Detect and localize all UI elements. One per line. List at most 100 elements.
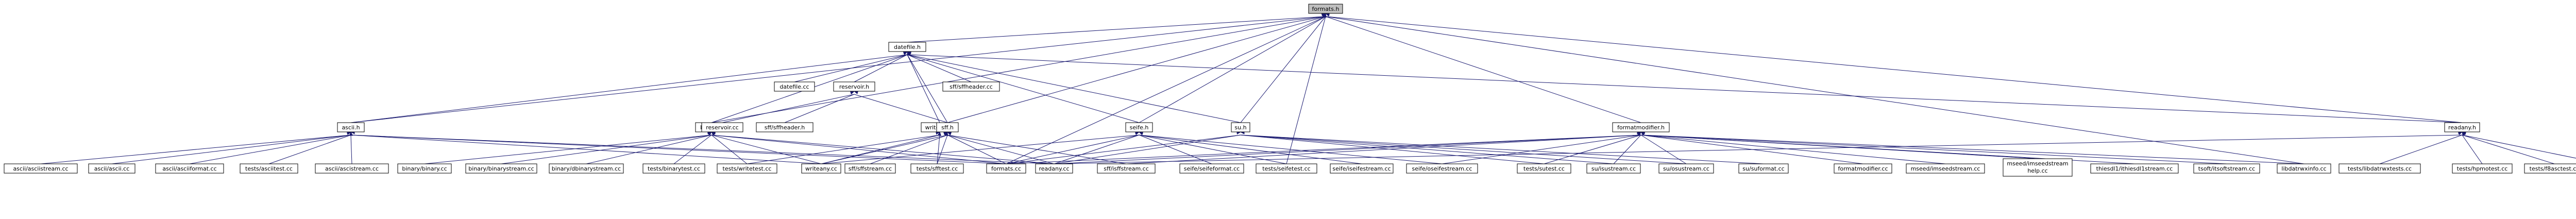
file-node-su-isustream-cc[interactable]: su/isustream.cc [1586,163,1641,174]
file-node-ascii-asciiformat-cc[interactable]: ascii/asciiformat.cc [155,163,224,174]
file-node-label: mseed/imseedstream [2007,160,2068,167]
file-node-sff-sffstream-cc[interactable]: sff/sffstream.cc [844,163,896,174]
file-node-tests-sutest-cc[interactable]: tests/sutest.cc [1517,163,1571,174]
file-node-label: datefile.h [894,44,921,50]
file-node-sff-h[interactable]: sff.h [936,122,959,132]
file-node-sff-sffheader-cc[interactable]: sff/sffheader.cc [942,81,1000,92]
dependency-edge [2461,131,2555,164]
file-node-reservoir-h[interactable]: reservoir.h [833,81,875,92]
file-node-readany-h[interactable]: readany.h [2444,122,2480,132]
dependency-edge [189,130,352,164]
dependency-edge [111,130,352,164]
file-node-datefile-cc[interactable]: datefile.cc [774,81,815,92]
file-node-tests-libdatrwxtests-cc[interactable]: tests/libdatrwxtests.cc [2338,163,2421,174]
file-node-tests-writetest-cc[interactable]: tests/writetest.cc [717,163,777,174]
file-node-label: su/osustream.cc [1663,165,1709,172]
file-node-formatmodifier-h[interactable]: formatmodifier.h [1612,122,1670,132]
dependency-edge [350,130,822,164]
dependency-edge [1640,130,1946,164]
file-node-binary-dbinarystream-cc[interactable]: binary/dbinarystream.cc [549,163,624,174]
file-node-label: sff/sffheader.cc [950,83,993,90]
file-node-label: datefile.cc [779,83,809,90]
file-node-writeany-cc[interactable]: writeany.cc [801,163,841,174]
dependency-edge [937,131,942,164]
dependency-edge [1240,13,1326,123]
file-node-label: tests/f8asctest.cc [2530,165,2576,172]
file-node-formats-cc[interactable]: formats.cc [986,163,1026,174]
file-node-formats-h[interactable]: formats.h [1308,4,1343,14]
dependency-edge [1640,130,2304,164]
file-node-label: su/isustream.cc [1591,165,1636,172]
dependency-edge [937,131,948,164]
file-node-label: tests/sfftest.cc [917,165,958,172]
file-node-sff-sffheader-h[interactable]: sff/sffheader.h [756,122,814,132]
dependency-edge [711,12,1327,123]
file-node-tests-hpmotest-cc[interactable]: tests/hpmotest.cc [2452,163,2513,174]
dependency-edge [1325,12,1641,123]
file-node-ascii-h[interactable]: ascii.h [337,122,365,132]
dependency-edge [907,50,948,123]
dependency-edge [268,131,352,164]
file-node-ascii-ascii-cc[interactable]: ascii/ascii.cc [88,163,135,174]
dependency-edge [673,131,713,164]
file-node-label: tsoft/itsoftstream.cc [2198,165,2255,172]
dependency-edge [1006,13,1327,164]
file-node-label: mseed/imseedstream.cc [1911,165,1980,172]
file-node-label: readany.h [2448,124,2476,131]
file-node-label: seife/iseifestream.cc [1332,165,1391,172]
file-node-seife-iseifestream-cc[interactable]: seife/iseifestream.cc [1330,163,1394,174]
file-node-label: sff.h [941,124,954,131]
file-node-label: thiesdl1/ithiesdl1stream.cc [2096,165,2173,172]
dependency-edge [1544,131,1642,164]
file-node-ascii-ascistream-cc[interactable]: ascii/ascistream.cc [315,163,389,174]
dependency-edge [1139,13,1327,123]
dependency-edge [586,131,713,164]
file-node-sff-isffstream-cc[interactable]: sff/isffstream.cc [1097,163,1156,174]
file-node-label: sff/sffstream.cc [849,165,892,172]
file-node-su-osustream-cc[interactable]: su/osustream.cc [1658,163,1714,174]
file-node-label: sff/sffheader.h [765,124,805,131]
dependency-edge [2461,130,2576,159]
file-node-label: binary/binarystream.cc [468,165,534,172]
file-node-datefile-h[interactable]: datefile.h [888,42,926,52]
file-node-su-suformat-cc[interactable]: su/suformat.cc [1738,163,1789,174]
file-node-label: writeany.cc [805,165,837,172]
file-node-seife-seifeformat-cc[interactable]: seife/seifeformat.cc [1179,163,1244,174]
file-node-tsoft-itsoftstream-cc[interactable]: tsoft/itsoftstream.cc [2193,163,2260,174]
dependency-edge [947,12,1327,123]
file-node-tests-asciitest-cc[interactable]: tests/asciitest.cc [240,163,298,174]
file-node-label: su.h [1234,124,1246,131]
file-node-label: formatmodifier.cc [1838,165,1888,172]
file-node-label: reservoir.cc [706,124,738,131]
file-node-libdatrwxinfo-cc[interactable]: libdatrwxinfo.cc [2277,163,2331,174]
file-node-label: seife/oseifestream.cc [1412,165,1472,172]
file-node-label: seife/seifeformat.cc [1184,165,1240,172]
dependency-edge [821,130,1140,164]
dependency-edge [40,130,352,164]
file-node-su-h[interactable]: su.h [1231,122,1250,132]
file-node-seife-h[interactable]: seife.h [1125,122,1153,132]
file-node-binary-binary-cc[interactable]: binary/binary.cc [397,163,452,174]
file-node-label: ascii/ascii.cc [94,165,130,172]
dependency-edge [1126,130,1642,164]
file-node-formatmodifier-cc[interactable]: formatmodifier.cc [1834,163,1892,174]
file-node-label: tests/binarytest.cc [648,165,700,172]
file-node-binary-binarystream-cc[interactable]: binary/binarystream.cc [465,163,537,174]
file-node-readany-cc[interactable]: readany.cc [1035,163,1073,174]
file-node-label: formatmodifier.h [1617,124,1665,131]
file-node-reservoir-cc[interactable]: reservoir.cc [701,122,743,132]
dependency-edge [349,131,353,164]
file-node-label: binary/dbinarystream.cc [552,165,621,172]
file-node-tests-sfftest-cc[interactable]: tests/sfftest.cc [910,163,964,174]
file-node-label: formats.cc [991,165,1021,172]
file-node-tests-ftestest-cc[interactable]: tests/f8asctest.cc [2524,163,2576,174]
file-node-ascii-asciistream-cc[interactable]: ascii/asciistream.cc [4,163,78,174]
file-node-mseed-imseedstream-cc[interactable]: mseed/imseedstream.cc [1906,163,1985,174]
file-node-thiesdl1-ithiesdl1stream-cc[interactable]: thiesdl1/ithiesdl1stream.cc [2090,163,2179,174]
file-node-seife-oseifestream-cc[interactable]: seife/oseifestream.cc [1406,163,1478,174]
file-node-tests-binarytest-cc[interactable]: tests/binarytest.cc [642,163,705,174]
dependency-edge [722,90,855,123]
file-node-tests-seifetest-cc[interactable]: tests/seifetest.cc [1256,163,1317,174]
